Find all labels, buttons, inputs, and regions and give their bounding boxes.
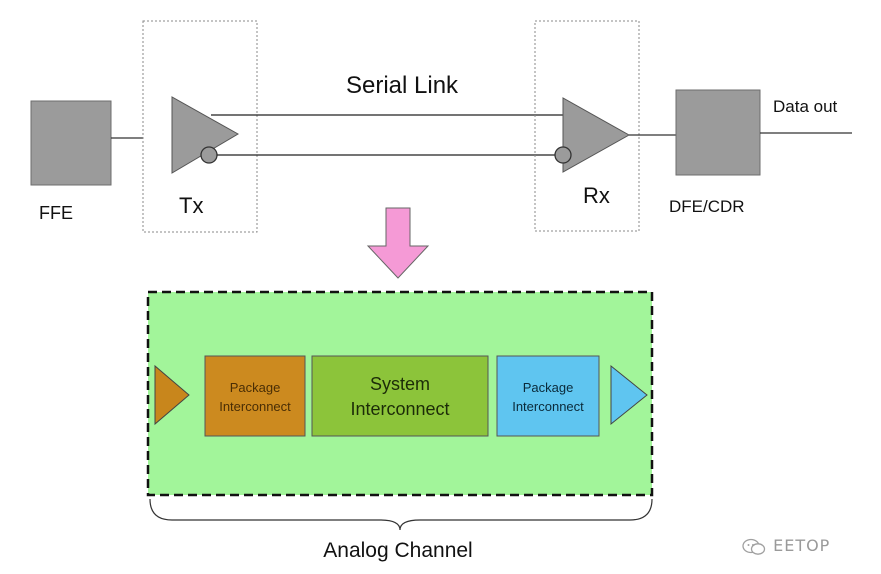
watermark-text: EETOP [773,536,831,555]
package-interconnect-left-line2: Interconnect [219,399,291,414]
data-out-label: Data out [773,97,838,116]
dfe-cdr-block [675,89,761,176]
tx-inverting-bubble [200,146,218,164]
system-interconnect-line1: System [370,374,430,394]
analog-channel-label: Analog Channel [323,539,472,562]
down-arrow [366,207,430,279]
wechat-icon [742,538,766,555]
package-interconnect-left-line1: Package [230,380,281,395]
channel-rx-triangle [610,364,648,426]
package-interconnect-left [204,355,306,437]
rx-receiver-triangle [562,97,631,173]
analog-channel-brace [149,498,653,531]
system-interconnect-line2: Interconnect [350,399,449,419]
tx-label: Tx [179,193,203,218]
ffe-block [30,100,112,186]
watermark: EETOP [741,536,830,556]
package-interconnect-right-line2: Interconnect [512,399,584,414]
package-interconnect-right [496,355,600,437]
ffe-label: FFE [39,203,73,223]
rx-label: Rx [583,183,610,208]
rx-frame [534,20,640,232]
channel-tx-triangle [154,364,190,426]
serial-link-label: Serial Link [346,72,459,99]
tx-frame [142,20,258,233]
package-interconnect-right-line1: Package [523,380,574,395]
system-interconnect [311,355,489,437]
dfe-cdr-label: DFE/CDR [669,197,745,216]
rx-inverting-bubble [554,146,572,164]
